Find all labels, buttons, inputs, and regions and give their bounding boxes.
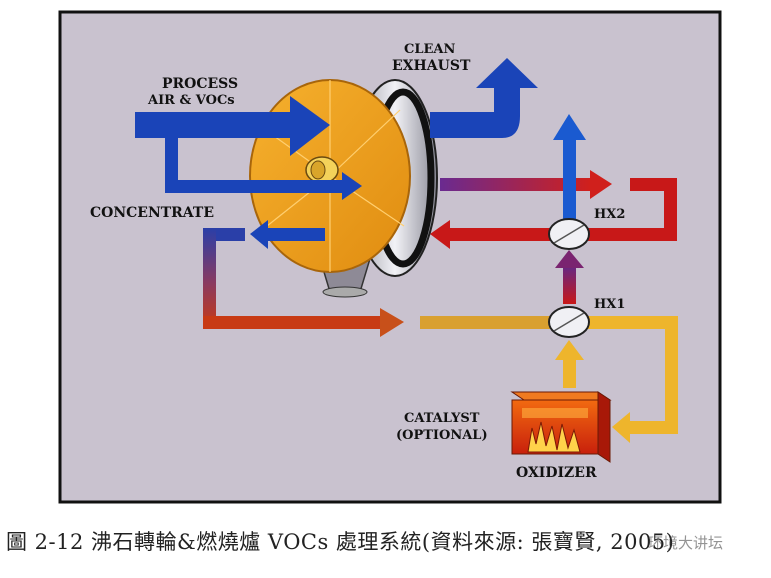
clean-exhaust-label-2: EXHAUST bbox=[392, 58, 471, 74]
hx2-exchanger bbox=[548, 218, 590, 250]
process-air-label: PROCESS bbox=[162, 76, 238, 92]
oxidizer-unit bbox=[510, 391, 612, 463]
catalyst-label-2: (OPTIONAL) bbox=[396, 428, 488, 443]
concentrate-label: CONCENTRATE bbox=[90, 205, 214, 221]
clean-exhaust-label: CLEAN bbox=[404, 42, 455, 57]
hx2-label: HX2 bbox=[594, 207, 625, 222]
figure-caption: 圖 2-12 沸石轉輪&燃燒爐 VOCs 處理系統(資料來源: 張寶賢, 200… bbox=[6, 530, 675, 554]
process-air-label-2: AIR & VOCs bbox=[147, 93, 235, 108]
hx2-vent-arrow bbox=[553, 114, 586, 220]
oxidizer-exhaust-loop bbox=[420, 316, 678, 443]
hx1-label: HX1 bbox=[594, 297, 625, 312]
clean-exhaust-arrow bbox=[430, 58, 538, 138]
process-air-inlet bbox=[135, 96, 362, 249]
hx1-exchanger bbox=[548, 306, 590, 338]
oxidizer-label: OXIDIZER bbox=[516, 465, 597, 481]
watermark-text: 环境大讲坛 bbox=[648, 534, 724, 552]
regeneration-air-loop bbox=[430, 170, 677, 304]
concentrate-path bbox=[203, 228, 404, 337]
catalyst-label: CATALYST bbox=[404, 411, 480, 426]
